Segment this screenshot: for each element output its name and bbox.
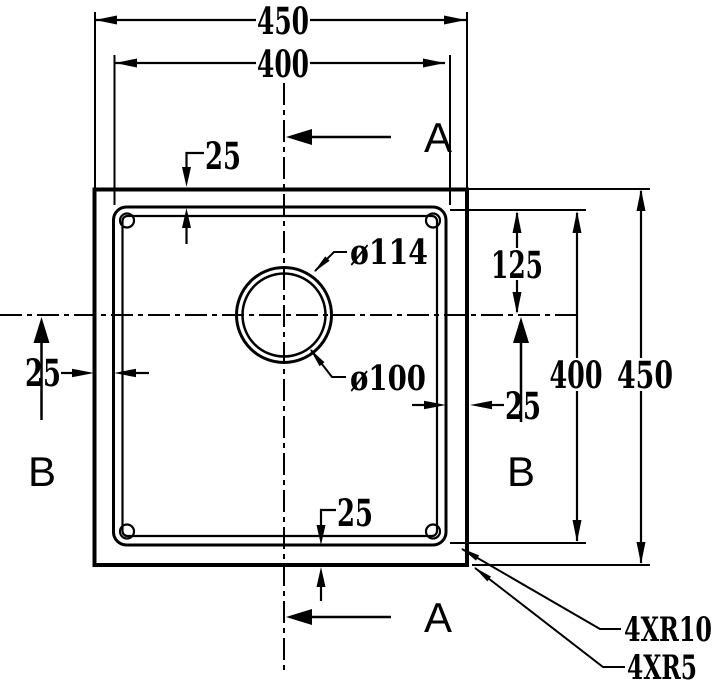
section-a-top: A — [286, 114, 452, 161]
leader-arrowhead — [461, 548, 480, 561]
dim-text-dia-100: ø100 — [350, 358, 426, 399]
section-arrowhead-left — [286, 129, 312, 145]
arrowhead-up — [512, 211, 522, 233]
dim-25-right: 25 — [412, 384, 541, 428]
dim-25-left: 25 — [25, 351, 149, 395]
drain-hole — [235, 266, 333, 364]
section-arrowhead-up — [513, 317, 529, 343]
dim-text-4xr5: 4XR5 — [627, 648, 697, 688]
section-b-left: B — [28, 317, 56, 495]
dim-text-backing — [489, 248, 545, 280]
dim-25-bottom: 25 — [316, 491, 373, 601]
arrowhead-up — [316, 567, 326, 587]
dim-text-backing — [548, 358, 605, 391]
arrowhead-up — [572, 211, 582, 233]
section-b-right: B — [507, 317, 535, 495]
dim-text-dia-114: ø114 — [350, 232, 428, 273]
arrowhead-down — [636, 542, 646, 564]
arrowhead-right — [423, 58, 445, 68]
bowl-rim-outer-outline — [112, 205, 448, 547]
dim-text-backing — [256, 5, 310, 36]
dim-125-right: 125 — [489, 211, 545, 314]
arrowhead-right — [444, 15, 466, 25]
arrowhead-right — [424, 400, 446, 410]
label-corner-r5: 4XR5 — [474, 567, 697, 688]
corner-fillet-bottom-left — [118, 523, 136, 540]
leader-line — [314, 251, 347, 272]
arrowhead-down — [512, 292, 522, 314]
arrowhead-down — [572, 520, 582, 542]
arrowhead-left — [470, 400, 492, 410]
corner-fillet-top-right — [424, 212, 442, 229]
dim-text-25-bottom: 25 — [337, 491, 373, 535]
centerlines — [0, 83, 580, 673]
dim-text-backing — [256, 48, 310, 79]
dim-400-top: 400 — [115, 42, 445, 86]
dim-text-400-right: 400 — [550, 353, 603, 397]
leader-hook — [319, 508, 336, 527]
label-dia-100: ø100 — [310, 349, 426, 399]
section-label-a-bottom: A — [424, 594, 452, 641]
dim-text-450-right: 450 — [617, 353, 673, 397]
dim-text-4xr10: 4XR10 — [624, 610, 712, 650]
section-a-bottom: A — [286, 594, 452, 641]
arrowhead-left — [114, 368, 136, 378]
section-label-b-left: B — [28, 448, 56, 495]
outer-rim-outline — [92, 187, 469, 567]
leader-line — [461, 548, 621, 630]
dim-25-top: 25 — [182, 134, 241, 244]
section-arrowhead-up — [33, 317, 50, 343]
leader-arrowhead — [474, 567, 491, 582]
leader-line — [310, 349, 346, 378]
dim-400-right: 400 — [548, 211, 605, 542]
leader-line — [474, 567, 625, 668]
label-corner-r10: 4XR10 — [461, 548, 712, 650]
label-dia-114: ø114 — [314, 232, 428, 273]
corner-fillet-bottom-right — [424, 523, 442, 540]
section-arrowhead-left — [286, 609, 312, 625]
corner-fillet-top-left — [118, 212, 136, 229]
dim-text-400-top: 400 — [257, 42, 309, 86]
arrowhead-right — [72, 368, 94, 378]
sink-outline — [92, 187, 469, 567]
leader-arrowhead — [314, 256, 330, 272]
arrowhead-up — [182, 208, 191, 228]
dim-text-450-top: 450 — [257, 0, 309, 43]
drain-outer-circle — [235, 266, 333, 364]
dim-text-125: 125 — [491, 243, 543, 287]
leader-arrowhead — [310, 349, 325, 367]
dim-text-25-left: 25 — [25, 351, 61, 395]
bowl-rim-inner-outline — [121, 214, 439, 538]
arrowhead-down — [182, 167, 191, 187]
drain-inner-circle — [241, 272, 327, 358]
arrowhead-left — [95, 15, 117, 25]
dim-text-25-right: 25 — [505, 384, 541, 428]
section-label-a-top: A — [424, 114, 452, 161]
dim-text-backing — [614, 358, 675, 391]
dim-450-right: 450 — [614, 189, 675, 564]
dim-text-25-top: 25 — [205, 134, 241, 178]
section-label-b-right: B — [507, 448, 535, 495]
arrowhead-left — [115, 58, 137, 68]
dim-450-top: 450 — [95, 0, 466, 43]
leader-hook — [185, 151, 204, 170]
extension-lines — [94, 12, 650, 566]
arrowhead-up — [636, 189, 646, 211]
